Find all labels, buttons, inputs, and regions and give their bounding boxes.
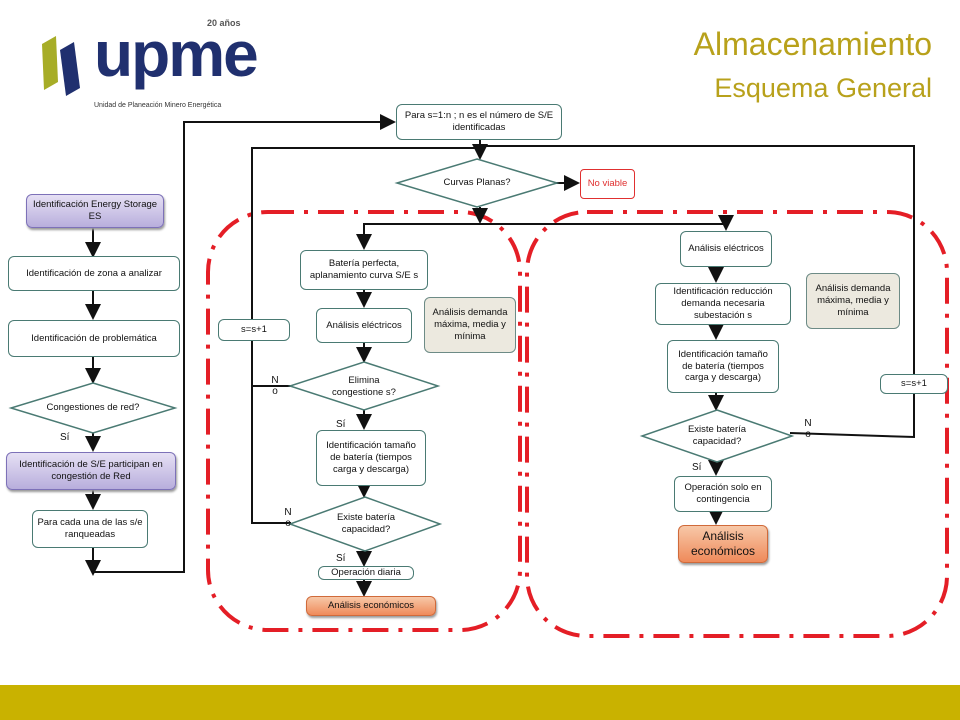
logo-wordmark: upme: [94, 18, 259, 90]
upme-leaf-icon: [42, 36, 80, 96]
label-no-existe-2: N o: [804, 418, 812, 440]
node-tamano-1: Identificación tamaño de batería (tiempo…: [316, 430, 426, 486]
label-si-elimina: Sí: [336, 419, 346, 430]
node-tamano-2: Identificación tamaño de batería (tiempo…: [667, 340, 779, 393]
dashed-group-left: [206, 210, 522, 632]
label-si-existe-1: Sí: [336, 553, 346, 564]
node-operacion-diaria: Operación diaria: [318, 566, 414, 580]
node-congestiones: Congestiones de red?: [46, 402, 140, 414]
node-para-s: Para s=1:n ; n es el número de S/E ident…: [396, 104, 562, 140]
node-curvas: Curvas Planas?: [443, 177, 511, 189]
label-no-existe-1: N o: [284, 507, 292, 529]
node-economicos-1: Análisis económicos: [306, 596, 436, 616]
node-bateria-perfecta: Batería perfecta, aplanamiento curva S/E…: [300, 250, 428, 290]
node-reduccion: Identificación reducción demanda necesar…: [655, 283, 791, 325]
decision-existe-2: [639, 409, 795, 463]
logo-years: 20 años: [207, 18, 241, 28]
decision-congestiones: [8, 382, 178, 434]
node-analisis-electricos-1: Análisis eléctricos: [316, 308, 412, 343]
node-no-viable: No viable: [580, 169, 635, 199]
node-elimina: Elimina congestione s?: [332, 375, 396, 398]
footer-bar: [0, 685, 960, 720]
node-zona: Identificación de zona a analizar: [8, 256, 180, 291]
node-analisis-demanda-1: Análisis demanda máxima, media y mínima: [424, 297, 516, 353]
node-s-s1-left: s=s+1: [218, 319, 290, 341]
node-problematica: Identificación de problemática: [8, 320, 180, 357]
node-analisis-electricos-2: Análisis eléctricos: [680, 231, 772, 267]
node-existe-1: Existe batería capacidad?: [336, 512, 396, 535]
node-existe-2: Existe batería capacidad?: [687, 424, 747, 447]
label-no-elimina: N o: [271, 375, 279, 397]
logo-tagline: Unidad de Planeación Minero Energética: [94, 102, 222, 109]
node-identificacion-es: Identificación Energy Storage ES: [26, 194, 164, 228]
node-s-s1-right: s=s+1: [880, 374, 948, 394]
decision-elimina: [287, 361, 441, 411]
dashed-group-right: [525, 210, 949, 638]
decision-curvas: [394, 158, 560, 208]
node-se-participan: Identificación de S/E participan en cong…: [6, 452, 176, 490]
node-analisis-demanda-2: Análisis demanda máxima, media y mínima: [806, 273, 900, 329]
page-title: Almacenamiento: [693, 26, 932, 62]
decision-existe-1: [287, 496, 443, 552]
label-si-congestiones: Sí: [60, 432, 70, 443]
node-cada-una: Para cada una de las s/e ranqueadas: [32, 510, 148, 548]
node-economicos-2: Análisis económicos: [678, 525, 768, 563]
node-contingencia: Operación solo en contingencia: [674, 476, 772, 512]
label-si-existe-2: Sí: [692, 462, 702, 473]
page-subtitle: Esquema General: [714, 73, 932, 103]
